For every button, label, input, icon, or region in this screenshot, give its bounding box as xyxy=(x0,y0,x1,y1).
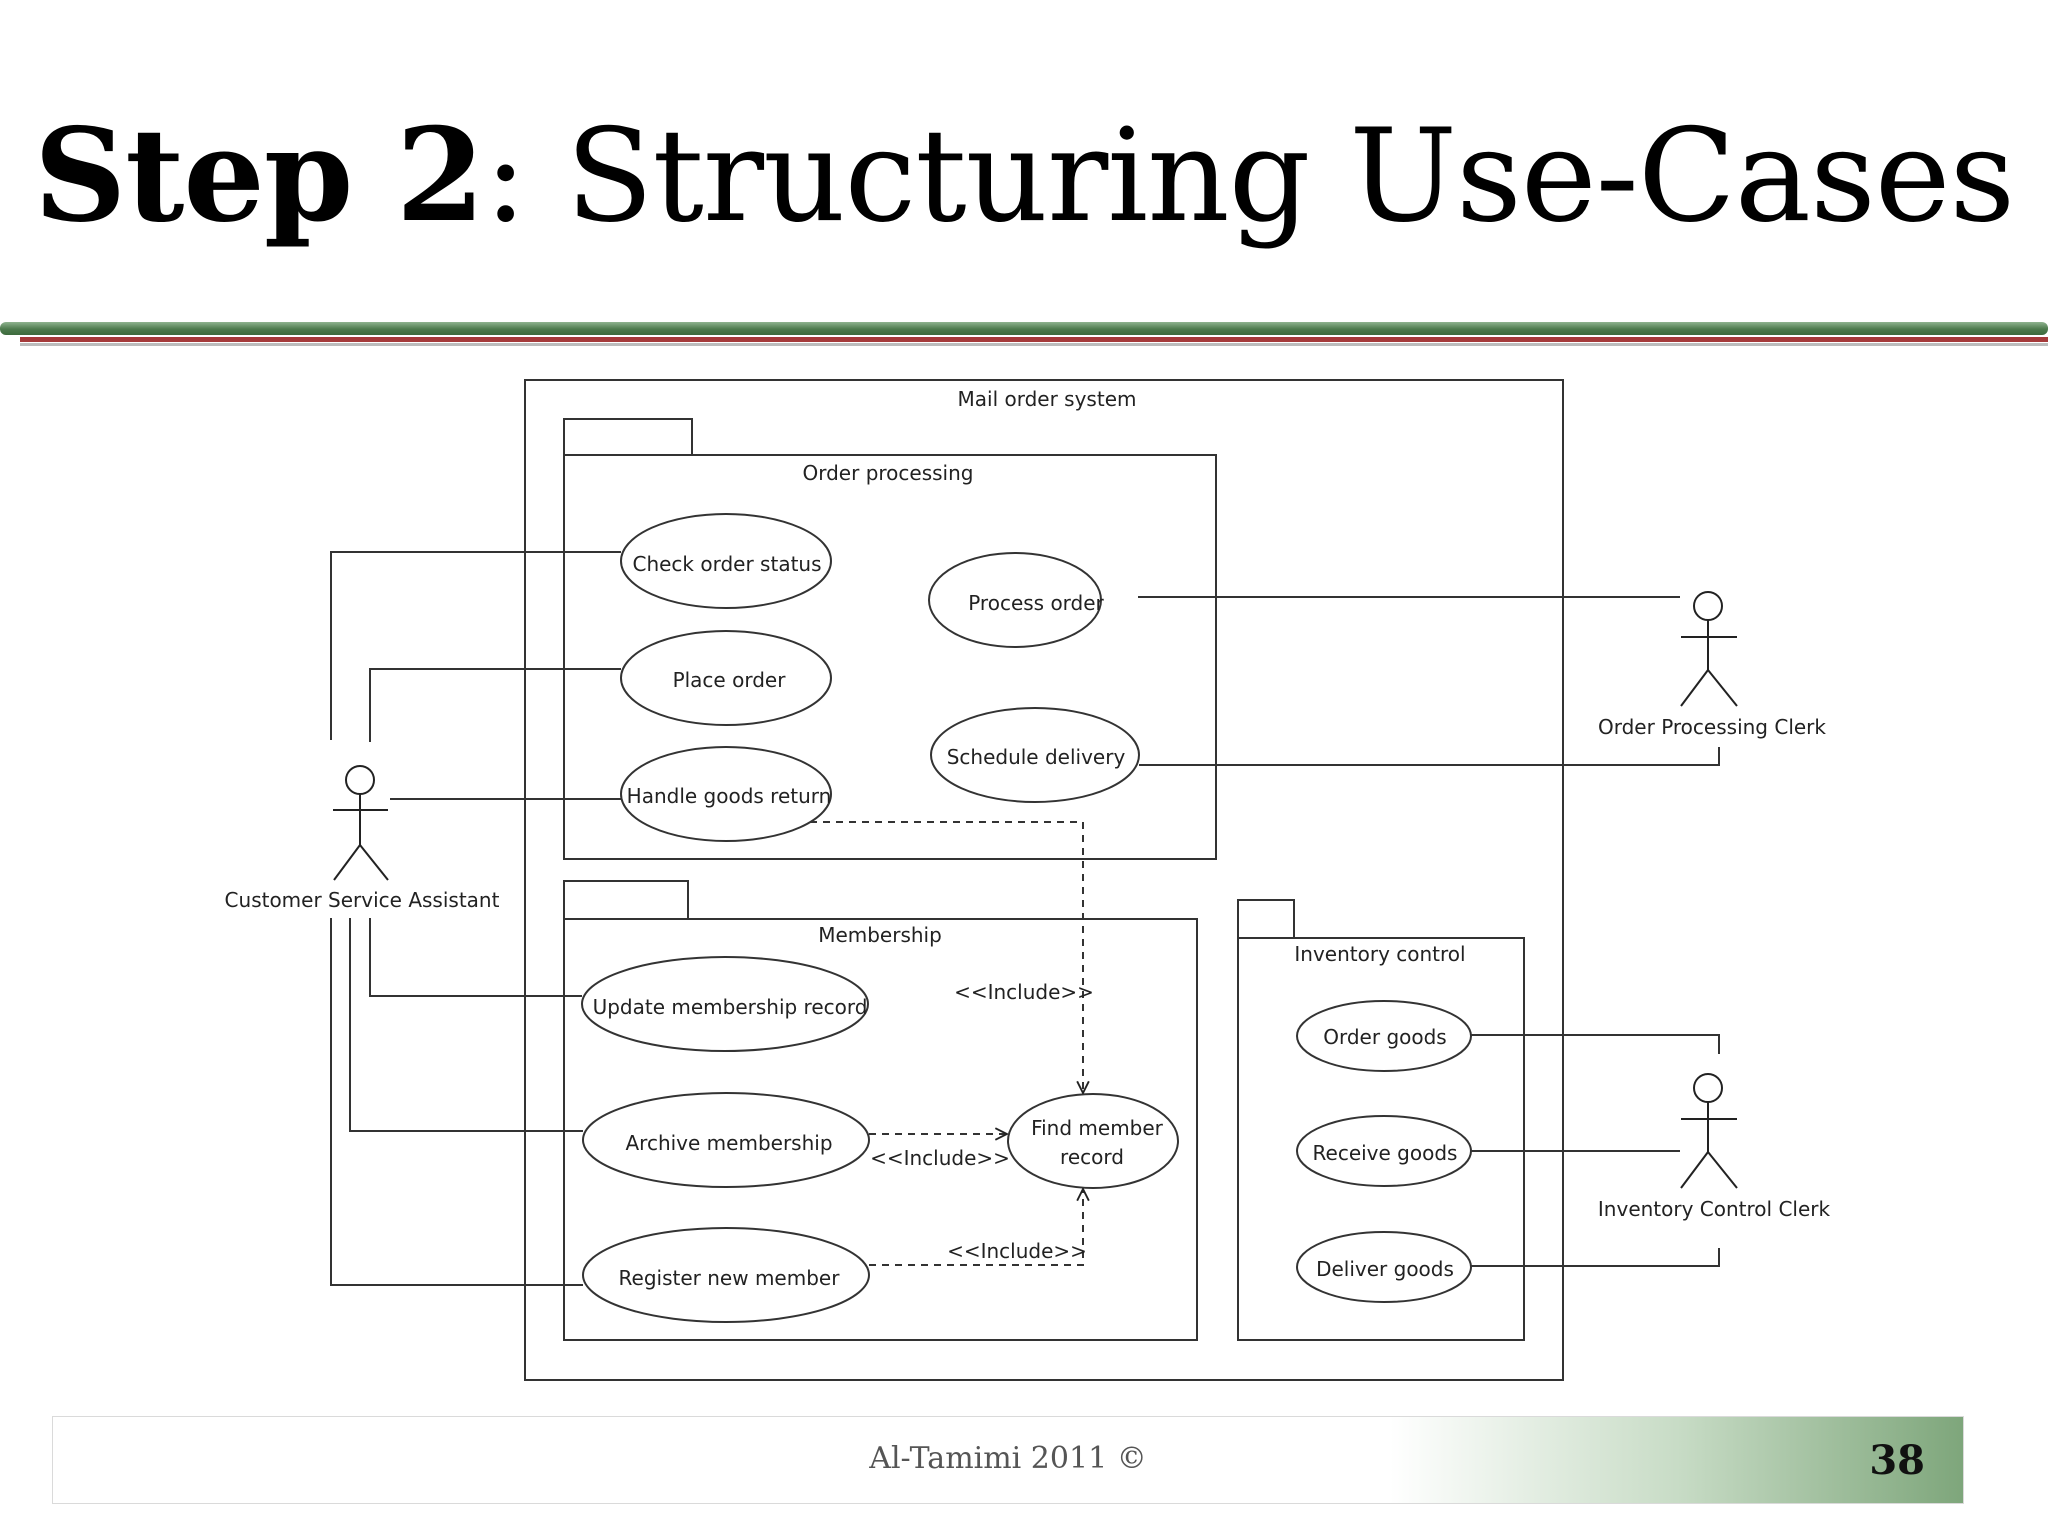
use-case-label: Update membership record xyxy=(593,995,868,1019)
use-case-label: Process order xyxy=(968,591,1104,615)
actor-label-order-processing-clerk: Order Processing Clerk xyxy=(1598,715,1826,739)
slide-title: Step 2: Structuring Use-Cases xyxy=(0,112,2048,241)
association-line xyxy=(1471,1248,1720,1267)
include-label: <<Include>> xyxy=(954,980,1094,1004)
association-line xyxy=(369,668,621,742)
association-line xyxy=(1471,1034,1720,1054)
slide-title-step: Step 2 xyxy=(33,101,485,251)
actor-label-customer-service-assistant: Customer Service Assistant xyxy=(225,888,500,912)
package-inventory-control xyxy=(1237,937,1525,1341)
use-case-label: Register new member xyxy=(619,1266,841,1290)
actor-inventory-control-clerk-icon xyxy=(1680,1073,1738,1189)
use-case-label: Schedule delivery xyxy=(947,745,1126,769)
title-divider-shadow xyxy=(20,343,2048,346)
include-relation xyxy=(869,1189,1083,1266)
use-case-label: Handle goods return xyxy=(627,784,832,808)
association-line xyxy=(330,551,621,740)
actor-customer-service-assistant-icon xyxy=(333,765,389,881)
use-case-register-new-member xyxy=(582,1227,870,1323)
use-case-handle-goods-return xyxy=(620,746,832,842)
package-tab-membership xyxy=(563,880,689,920)
footer-credit: Al-Tamimi 2011 © xyxy=(869,1441,1147,1476)
slide-title-text: : Structuring Use-Cases xyxy=(483,102,2015,251)
package-label-order-processing: Order processing xyxy=(803,461,974,485)
package-membership xyxy=(563,918,1198,1341)
system-label: Mail order system xyxy=(958,387,1137,411)
title-divider-accent xyxy=(20,337,2048,342)
package-tab-inventory-control xyxy=(1237,899,1295,939)
include-label: <<Include>> xyxy=(947,1239,1087,1263)
association-line xyxy=(349,918,583,1132)
use-case-check-order-status xyxy=(620,513,832,609)
use-case-label: Receive goods xyxy=(1313,1141,1458,1165)
system-boundary xyxy=(524,379,1564,1381)
use-case-label: Deliver goods xyxy=(1316,1257,1454,1281)
use-case-update-membership-record xyxy=(581,956,869,1052)
include-relation xyxy=(810,821,1083,1093)
slide-footer: Al-Tamimi 2011 © 38 xyxy=(52,1416,1964,1504)
use-case-archive-membership xyxy=(582,1092,870,1188)
association-line xyxy=(369,918,582,997)
use-case-process-order xyxy=(928,552,1102,648)
use-case-label: Archive membership xyxy=(625,1131,832,1155)
use-case-label: Order goods xyxy=(1323,1025,1446,1049)
use-case-label: Place order xyxy=(673,668,787,692)
association-line xyxy=(1139,747,1720,766)
use-case-place-order xyxy=(620,630,832,726)
include-label: <<Include>> xyxy=(870,1146,1010,1170)
package-tab-order-processing xyxy=(563,418,693,456)
association-line xyxy=(330,918,583,1286)
page-number: 38 xyxy=(1869,1437,1925,1484)
actor-order-processing-clerk-icon xyxy=(1680,591,1738,707)
use-case-find-member-record xyxy=(1007,1093,1179,1189)
actor-label-inventory-control-clerk: Inventory Control Clerk xyxy=(1598,1197,1831,1221)
package-label-membership: Membership xyxy=(818,923,942,947)
use-case-label: Find member xyxy=(1031,1116,1164,1140)
package-order-processing xyxy=(563,454,1217,860)
use-case-label: Check order status xyxy=(632,552,821,576)
use-case-label: record xyxy=(1060,1145,1124,1169)
use-case-schedule-delivery xyxy=(930,707,1140,803)
package-label-inventory-control: Inventory control xyxy=(1294,942,1465,966)
title-divider xyxy=(0,322,2048,335)
